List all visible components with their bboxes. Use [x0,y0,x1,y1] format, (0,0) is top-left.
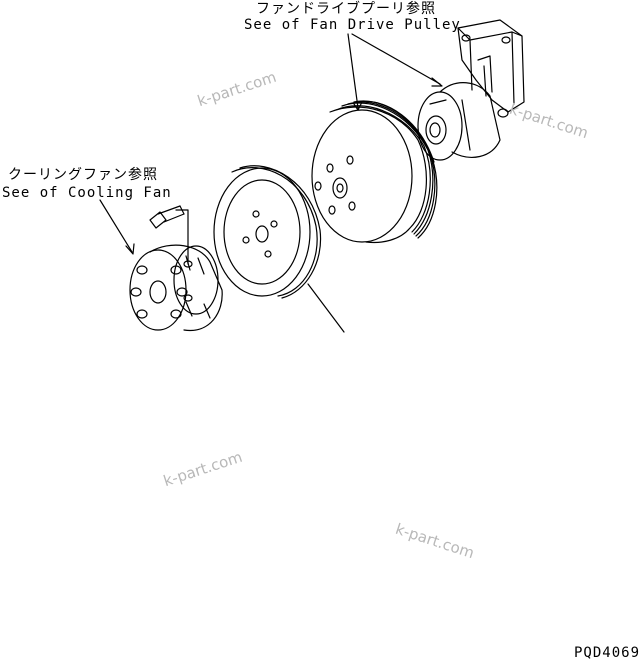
drawing-code: PQD4069 [574,645,641,661]
cooling-fan-label-en: See of Cooling Fan [2,185,172,201]
fan-drive-hub [417,82,501,161]
cooling-fan-spacer [129,244,223,332]
fan-drive-pulley-label-en: See of Fan Drive Pulley [244,17,461,33]
v-groove-pulley [213,165,322,299]
multi-groove-pulley [311,100,438,244]
cooling-fan-label-jp: クーリングファン参照 [8,167,158,183]
fan-drive-pulley-label-jp: ファンドライブプーリ参照 [256,1,436,17]
leader-lines [99,33,443,333]
bolt [149,205,185,229]
